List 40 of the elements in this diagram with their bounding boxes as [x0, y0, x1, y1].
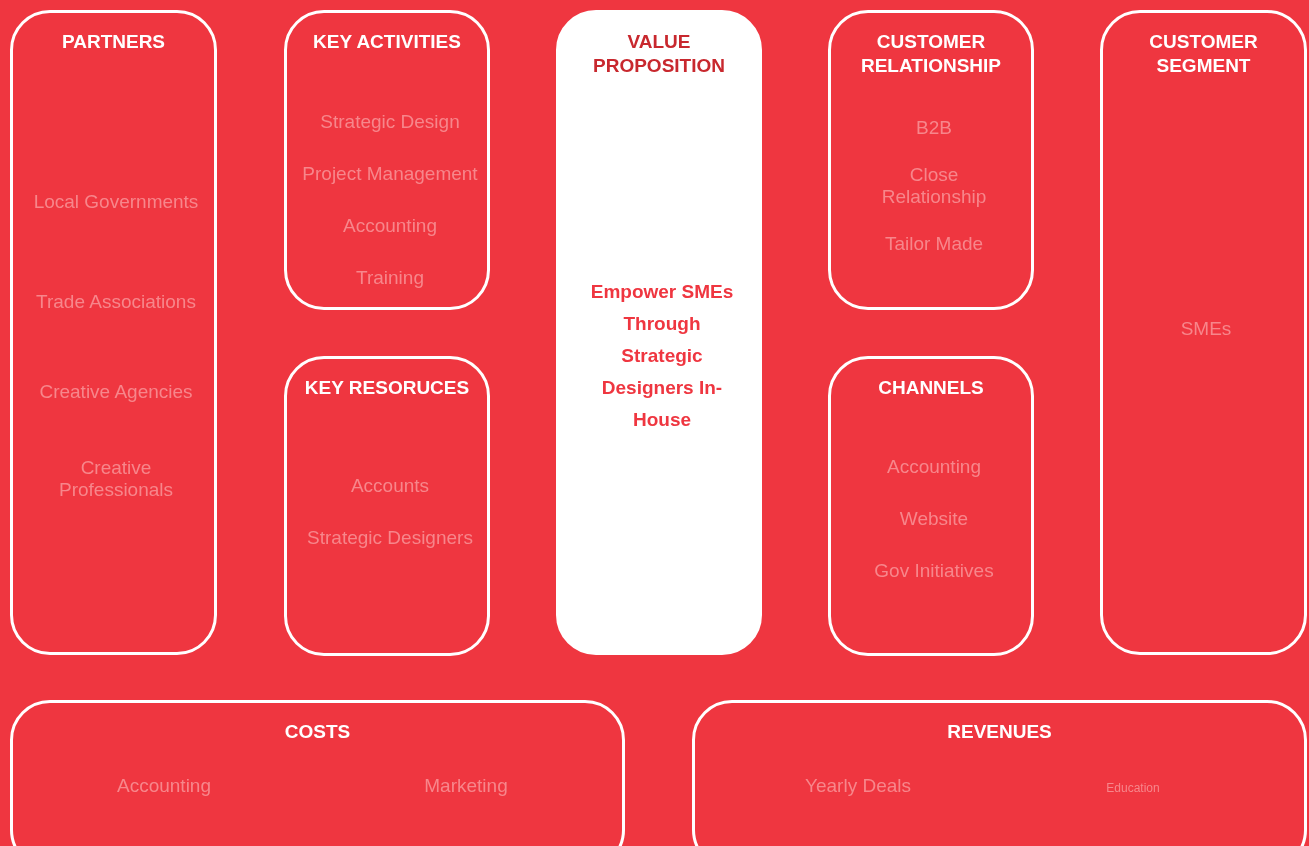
card-item: Strategic Design: [319, 111, 461, 133]
value-statement: Empower SMEs Through Strategic Designers In-House: [589, 280, 735, 432]
card-item: Website: [898, 508, 970, 530]
card-item: Accounts: [349, 475, 431, 497]
card-item: Accounting: [342, 215, 438, 237]
card-item: Creative Agencies: [38, 381, 194, 403]
canvas-card: [692, 700, 1307, 846]
card-heading: CHANNELS: [877, 376, 985, 400]
canvas-card: [284, 356, 490, 656]
card-item: Accounting: [886, 456, 982, 478]
canvas-card: [10, 700, 625, 846]
card-heading: CUSTOMER RELATIONSHIP: [859, 30, 1002, 78]
canvas-card: [828, 356, 1034, 656]
card-item: Creative Professionals: [57, 457, 175, 501]
card-heading: CUSTOMER SEGMENT: [1148, 30, 1259, 78]
card-item: Tailor Made: [883, 233, 985, 255]
card-item: B2B: [915, 117, 953, 139]
card-item: Accounting: [116, 775, 212, 797]
card-item: Project Management: [301, 163, 479, 185]
card-item: Close Relationship: [880, 164, 988, 208]
card-item: Gov Initiatives: [873, 560, 995, 582]
card-heading: VALUE PROPOSITION: [592, 30, 726, 78]
card-item: Local Governments: [32, 191, 200, 213]
card-item: Strategic Designers: [306, 527, 474, 549]
card-heading: KEY RESORUCES: [303, 376, 471, 400]
card-item: Marketing: [423, 775, 509, 797]
canvas-card: [284, 10, 490, 310]
card-item: Education: [1105, 780, 1161, 796]
card-item: SMEs: [1179, 318, 1233, 340]
card-heading: KEY ACTIVITIES: [312, 30, 462, 54]
highlight-card: [556, 10, 762, 655]
card-heading: COSTS: [283, 720, 352, 744]
card-item: Yearly Deals: [804, 775, 912, 797]
canvas-card: [10, 10, 217, 655]
card-heading: PARTNERS: [60, 30, 167, 54]
canvas-card: [828, 10, 1034, 310]
card-item: Trade Associations: [35, 291, 197, 313]
card-heading: REVENUES: [946, 720, 1053, 744]
canvas-card: [1100, 10, 1307, 655]
card-item: Training: [355, 267, 425, 289]
